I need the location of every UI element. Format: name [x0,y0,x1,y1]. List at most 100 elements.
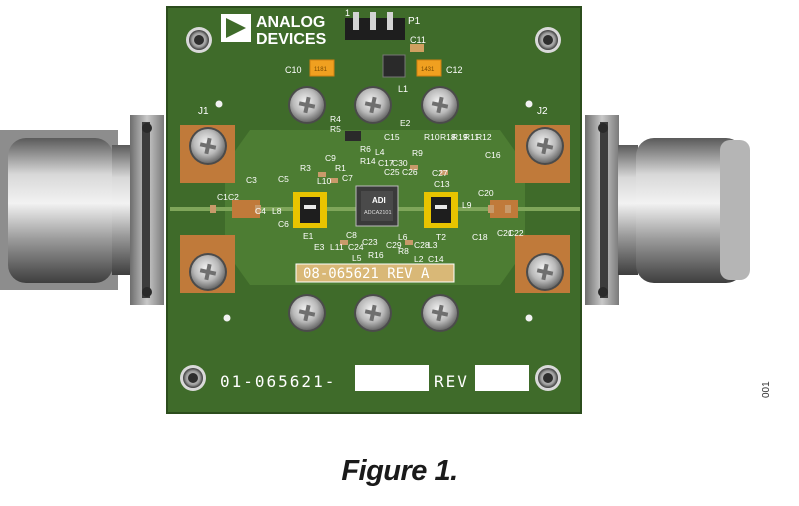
sma-connector-right [585,115,750,305]
label-r3: R3 [300,163,311,173]
label-e1: E1 [303,231,314,241]
label-r1: R1 [335,163,346,173]
label-c9: C9 [325,153,336,163]
adca2101-chip [355,185,399,227]
figure-caption: Figure 1. [341,455,458,487]
label-c13: C13 [434,179,450,189]
c12-marking: 1431 [421,67,435,73]
component-field [210,131,511,245]
label-r19: R19 [452,132,468,142]
screw-icon [189,253,227,291]
label-l2: L2 [414,254,424,264]
label-e2: E2 [400,118,411,128]
label-r10: R10 [424,132,440,142]
label-c23: C23 [362,237,378,247]
label-c11: C11 [410,35,426,45]
mounting-hole-icon [180,365,206,391]
label-c12: C12 [446,65,463,75]
pcb-number-label: 01-065621- [220,372,336,391]
inductor-l1 [382,54,406,78]
label-c28: C28 [414,240,430,250]
label-j2: J2 [537,106,548,117]
label-t2: T2 [436,232,446,242]
header-p1 [345,12,405,40]
sma-connector-left [0,115,164,305]
assembly-label-box [295,263,455,283]
label-c8: C8 [346,230,357,240]
tantalum-c10 [309,59,335,77]
figure-number: 001 [761,381,772,398]
label-r18: R18 [440,132,456,142]
label-l9: L9 [462,200,472,210]
label-c5: C5 [278,174,289,184]
label-c30: C30 [392,158,408,168]
label-c16: C16 [485,150,501,160]
label-c15: C15 [384,132,400,142]
analog-devices-logo-icon [221,14,251,42]
label-c6: C6 [278,219,289,229]
serial-blank-box [355,365,429,391]
label-r14: R14 [360,156,376,166]
label-c2: C2 [228,192,239,202]
label-c22: C22 [508,228,524,238]
screw-icon [526,127,564,165]
rev-label: REV [434,372,469,391]
label-c18: C18 [472,232,488,242]
label-c10: C10 [285,65,302,75]
label-c24: C24 [348,242,364,252]
screw-icon [421,294,459,332]
label-c20: C20 [478,188,494,198]
label-c4: C4 [255,206,266,216]
logo-line2: DEVICES [256,31,327,48]
c10-marking: 1181 [314,67,328,73]
label-l8: L8 [272,206,282,216]
transformer-t2 [424,192,458,228]
screw-icon [288,294,326,332]
screw-icon [421,86,459,124]
p1-pin-label: 1 [345,8,350,18]
label-c29: C29 [386,240,402,250]
mounting-hole-icon [535,365,561,391]
chip-logo-text: ADI [372,196,386,205]
label-l5: L5 [352,253,362,263]
mounting-hole-icon [535,27,561,53]
label-c21: C21 [497,228,513,238]
label-c14: C14 [428,254,444,264]
label-l4: L4 [375,147,385,157]
label-c25: C25 [384,167,400,177]
label-r8: R8 [398,246,409,256]
label-r9: R9 [412,148,423,158]
label-l1: L1 [398,84,408,94]
logo-line1: ANALOG [256,14,325,31]
label-r16: R16 [368,250,384,260]
label-c1: C1 [217,192,228,202]
screw-icon [526,253,564,291]
label-l11: L11 [330,242,344,252]
mounting-hole-icon [186,27,212,53]
chip-part-text: ADCA2101 [364,210,392,216]
label-c26: C26 [402,167,418,177]
label-r12: R12 [476,132,492,142]
label-e3: E3 [314,242,325,252]
assembly-label: 08-065621 REV A [303,266,430,282]
designator-labels: R4 R5 R3 C9 R1 L10 C7 C15 E2 R6 L4 R14 C… [217,114,524,264]
label-r4: R4 [330,114,341,124]
transformer-e1 [293,192,327,228]
label-r5: R5 [330,124,341,134]
label-p1: P1 [408,16,421,27]
screw-icon [189,127,227,165]
label-l10: L10 [317,176,331,186]
label-c7: C7 [342,173,353,183]
label-l6: L6 [398,232,408,242]
tantalum-c12 [416,59,442,77]
label-r11: R11 [464,132,479,142]
rev-blank-box [475,365,529,391]
label-c3: C3 [246,175,257,185]
screw-icon [354,294,392,332]
cap-c11 [410,44,424,52]
screw-icon [288,86,326,124]
label-r6: R6 [360,144,371,154]
screw-icon [354,86,392,124]
label-l3: L3 [428,240,438,250]
